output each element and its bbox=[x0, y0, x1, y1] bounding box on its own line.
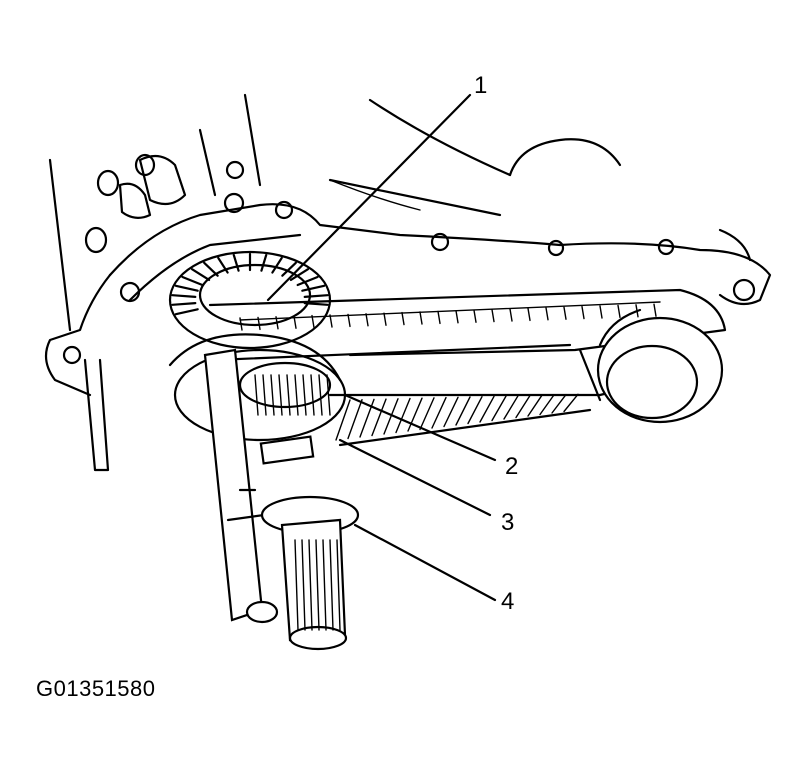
leader-lines bbox=[266, 93, 497, 602]
bolt-cluster bbox=[84, 153, 187, 254]
callout-4: 4 bbox=[501, 588, 515, 615]
callout-3: 3 bbox=[501, 509, 515, 536]
locating-stud bbox=[83, 358, 110, 472]
output-shaft bbox=[203, 348, 315, 624]
drive-sprocket bbox=[168, 250, 347, 442]
housing-outline bbox=[48, 93, 622, 332]
figure-id: G01351580 bbox=[36, 676, 156, 701]
driven-sprocket bbox=[578, 308, 724, 424]
splined-coupling bbox=[260, 495, 360, 651]
case-flange bbox=[44, 160, 772, 397]
callout-1: 1 bbox=[474, 72, 488, 99]
callout-2: 2 bbox=[505, 453, 519, 480]
